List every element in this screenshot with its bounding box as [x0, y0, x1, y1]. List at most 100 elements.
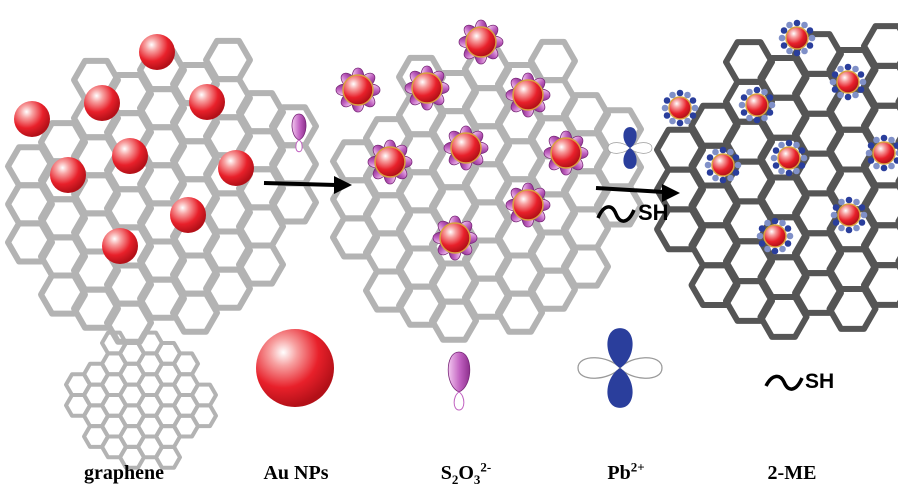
lead-dot	[663, 112, 671, 119]
lead-dot	[746, 88, 753, 96]
lead-dot	[867, 157, 875, 164]
lead-dot	[770, 154, 778, 162]
lead-dot	[772, 147, 780, 154]
lead-dot	[832, 219, 840, 226]
graphene-hexagon	[861, 262, 898, 308]
lead-dot	[706, 169, 714, 176]
lead-dot	[691, 104, 699, 112]
lead-dot	[734, 161, 742, 169]
lead-dot	[689, 97, 697, 104]
graphene-hexagon	[190, 382, 218, 408]
thiosulfate-sub2: 3	[473, 472, 481, 487]
au-nanoparticle	[763, 224, 787, 248]
lead-ion	[607, 127, 653, 169]
au-nanoparticle	[102, 228, 138, 264]
lead-dot	[888, 136, 895, 144]
legend-au-np-icon	[256, 329, 334, 407]
graphene-hexagon	[861, 142, 898, 189]
lead-dot	[758, 240, 766, 247]
lead-dot	[844, 63, 852, 71]
lead-dot	[684, 91, 691, 99]
graphene-hexagon	[269, 142, 319, 187]
legend-label-au-nps: Au NPs	[263, 462, 329, 484]
au-nanoparticle	[50, 157, 86, 193]
lead-dot	[838, 224, 845, 232]
graphene-hexagon	[172, 351, 200, 377]
lead-dot	[689, 112, 697, 119]
lead-dot	[758, 225, 766, 232]
legend-lead-icon	[577, 328, 663, 408]
graphene-hexagon	[236, 242, 286, 287]
lead-dot	[858, 219, 866, 226]
tilde-icon	[596, 205, 636, 223]
lead-ion-icon	[607, 127, 653, 169]
au-nanoparticle	[512, 79, 544, 111]
graphene-hexagon	[861, 23, 898, 69]
lead-dot	[837, 65, 844, 73]
au-nanoparticle	[777, 146, 801, 170]
graphene-hexagon	[190, 403, 218, 429]
lead-dot	[880, 164, 888, 172]
lead-dot	[852, 65, 859, 73]
lead-dot	[837, 91, 844, 99]
lead-dot	[801, 47, 808, 55]
lead-dot	[893, 157, 898, 164]
reaction-arrow-1	[263, 176, 352, 194]
graphene-hexagon	[236, 90, 286, 135]
lead-dot	[753, 86, 761, 94]
lead-dot	[784, 240, 792, 247]
thiosulfate-ion	[447, 351, 471, 411]
lead-dot	[798, 147, 806, 154]
lead-dot	[753, 116, 761, 124]
lead-dot	[676, 119, 684, 127]
lead-dot	[663, 97, 671, 104]
graphene-hexagon	[861, 222, 898, 269]
lead-dot	[801, 21, 808, 29]
lead-dot	[838, 198, 845, 206]
lead-dot	[761, 88, 768, 96]
lead-dot	[867, 142, 875, 149]
lead-dot	[712, 174, 719, 182]
thiosulfate-charge: 2-	[480, 459, 492, 475]
lead-dot	[786, 47, 793, 55]
lead-dot	[873, 136, 880, 144]
lead-dot	[779, 245, 786, 253]
graphene-hexagon	[561, 244, 611, 289]
lead-dot	[831, 71, 839, 78]
lead-dot	[669, 117, 676, 125]
lead-dot	[732, 154, 740, 161]
legend-tilde-icon	[764, 374, 804, 391]
lead-dot	[764, 219, 771, 227]
au-nanoparticle	[836, 70, 860, 94]
graphene-hexagon	[594, 183, 644, 228]
au-nanoparticle	[170, 197, 206, 233]
lead-dot	[780, 27, 788, 34]
lead-dot	[793, 19, 801, 27]
graphene-sheet-bare	[5, 37, 319, 345]
lead-dot	[785, 139, 793, 147]
au-nanoparticles-group	[14, 34, 254, 264]
lead-dot	[712, 148, 719, 156]
lead-dot	[808, 34, 816, 42]
au-nanoparticle	[439, 222, 471, 254]
lead-dot	[704, 161, 712, 169]
thiosulfate-sub1: 2	[451, 472, 459, 487]
lead-dot	[766, 109, 774, 116]
graphene-hexagon	[861, 62, 898, 109]
lead-dot	[727, 148, 734, 156]
lead-modified-nanoparticles-group	[661, 19, 898, 255]
lead-dot	[740, 109, 748, 116]
legend-graphene-icon	[64, 330, 218, 470]
lead-dot	[853, 198, 860, 206]
au-nanoparticle	[189, 84, 225, 120]
lead-dot	[771, 247, 779, 255]
lead-dot	[853, 224, 860, 232]
thiosulfate-s: S	[440, 462, 452, 484]
lead-dot	[860, 211, 868, 219]
au-nanoparticle	[411, 72, 443, 104]
lead-dot	[830, 211, 838, 219]
lead-dot	[852, 91, 859, 99]
lead-dot	[740, 94, 748, 101]
lead-dot	[764, 245, 771, 253]
